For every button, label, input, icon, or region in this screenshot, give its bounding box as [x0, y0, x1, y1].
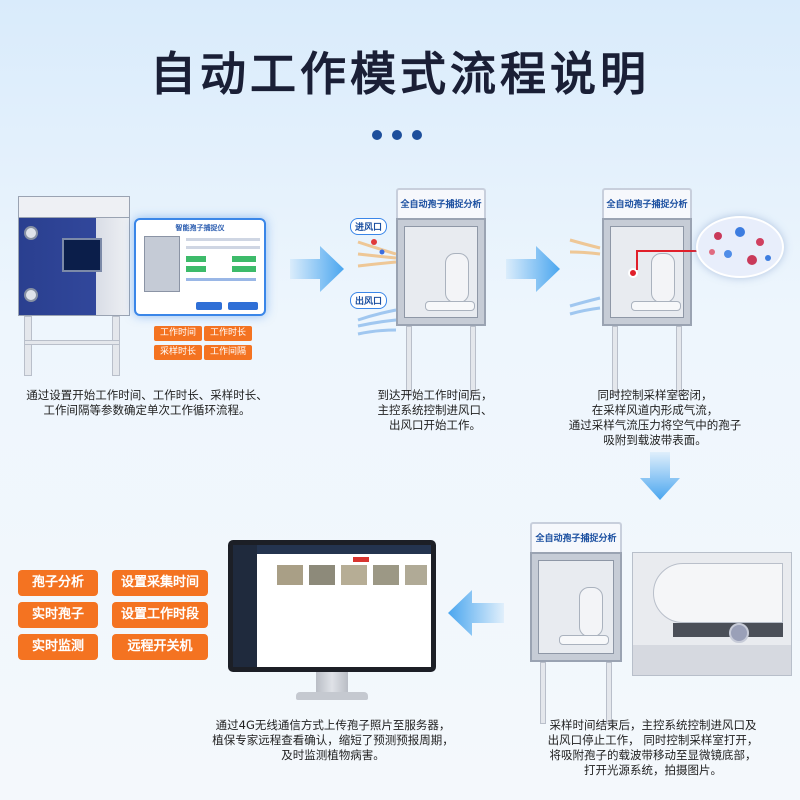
arrow-right-icon	[290, 246, 344, 292]
device-3: 全自动孢子捕捉分析仪	[602, 188, 692, 396]
spore-photo	[373, 565, 399, 585]
panel-device-image	[144, 236, 180, 292]
title-dots	[372, 130, 422, 140]
param-tag-work-time: 工作时间	[154, 326, 202, 341]
device-2-label: 全自动孢子捕捉分析仪	[396, 188, 486, 240]
param-tag-work-duration: 工作时长	[204, 326, 252, 341]
spore-photo	[277, 565, 303, 585]
airflow-out-icon	[357, 308, 397, 336]
status-indicator	[186, 256, 206, 262]
device-1-leg	[24, 316, 32, 376]
caption-step3: 同时控制采样室密闭， 在采样风道内形成气流， 通过采样气流压力将空气中的孢子 吸…	[568, 388, 742, 447]
airflow-icon	[569, 238, 601, 316]
settings-panel: 智能孢子捕捉仪	[134, 218, 266, 316]
callout-line	[636, 250, 638, 270]
device-4: 全自动孢子捕捉分析仪	[530, 522, 622, 724]
spore-photo	[405, 565, 427, 585]
caption-step2: 到达开始工作时间后， 主控系统控制进风口、 出风口开始工作。	[377, 388, 493, 432]
microscope-base	[425, 301, 475, 311]
arrow-right-icon	[506, 246, 560, 292]
status-button	[353, 557, 369, 562]
outlet-label: 出风口	[350, 292, 388, 309]
device-1-vent-top	[24, 226, 38, 240]
carrier-belt	[673, 623, 783, 637]
param-tag-work-interval: 工作间隔	[204, 345, 252, 360]
feature-set-work-period: 设置工作时段	[112, 602, 208, 628]
device-1-crossbar	[24, 340, 120, 345]
spore-photo	[309, 565, 335, 585]
feature-remote-power: 远程开关机	[112, 634, 208, 660]
lens-icon	[729, 623, 749, 643]
caption-step5: 通过4G无线通信方式上传孢子照片至服务器， 植保专家远程查看确认，缩短了预测预报…	[212, 718, 454, 762]
feature-set-collect-time: 设置采集时间	[112, 570, 208, 596]
monitor-stand	[316, 672, 348, 694]
spore-point	[628, 268, 638, 278]
status-indicator	[232, 256, 256, 262]
panel-title: 智能孢子捕捉仪	[175, 224, 225, 232]
panel-button	[196, 302, 222, 310]
screen-sidebar	[233, 545, 257, 667]
monitor-screen	[233, 545, 431, 667]
inlet-label: 进风口	[350, 218, 388, 235]
status-indicator	[232, 266, 256, 272]
microscope-closeup	[632, 552, 792, 676]
caption-step1: 通过设置开始工作时间、工作时长、采样时长、 工作间隔等参数确定单次工作循环流程。	[26, 388, 268, 417]
device-1-screen	[62, 238, 102, 272]
caption-step4: 采样时间结束后，主控系统控制进风口及 出风口停止工作， 同时控制采样室打开， 将…	[547, 718, 759, 777]
device-1-leg	[112, 316, 120, 376]
arrow-left-icon	[448, 590, 504, 636]
airflow-in-icon	[357, 239, 397, 268]
device-2: 全自动孢子捕捉分析仪	[396, 188, 486, 396]
microscope-arm	[579, 587, 603, 637]
monitor	[228, 540, 436, 672]
status-indicator	[186, 266, 206, 272]
callout-line	[638, 250, 698, 252]
arrow-down-icon	[640, 452, 680, 500]
device-4-label: 全自动孢子捕捉分析仪	[530, 522, 622, 574]
feature-realtime-monitor: 实时监测	[18, 634, 98, 660]
microscope-arm	[651, 253, 675, 303]
microscope-arm	[445, 253, 469, 303]
panel-button	[228, 302, 258, 310]
spore-photo	[341, 565, 367, 585]
feature-spore-analysis: 孢子分析	[18, 570, 98, 596]
spore-magnify	[696, 216, 784, 278]
microscope-base	[631, 301, 681, 311]
microscope-base	[559, 635, 609, 645]
page-title: 自动工作模式流程说明	[150, 47, 650, 101]
param-tag-sample-duration: 采样时长	[154, 345, 202, 360]
device-3-label: 全自动孢子捕捉分析仪	[602, 188, 692, 240]
monitor-base	[296, 692, 368, 700]
device-1-vent-bottom	[24, 288, 38, 302]
device-1-top	[18, 196, 130, 218]
panel-slider	[186, 278, 256, 281]
feature-realtime-spore: 实时孢子	[18, 602, 98, 628]
